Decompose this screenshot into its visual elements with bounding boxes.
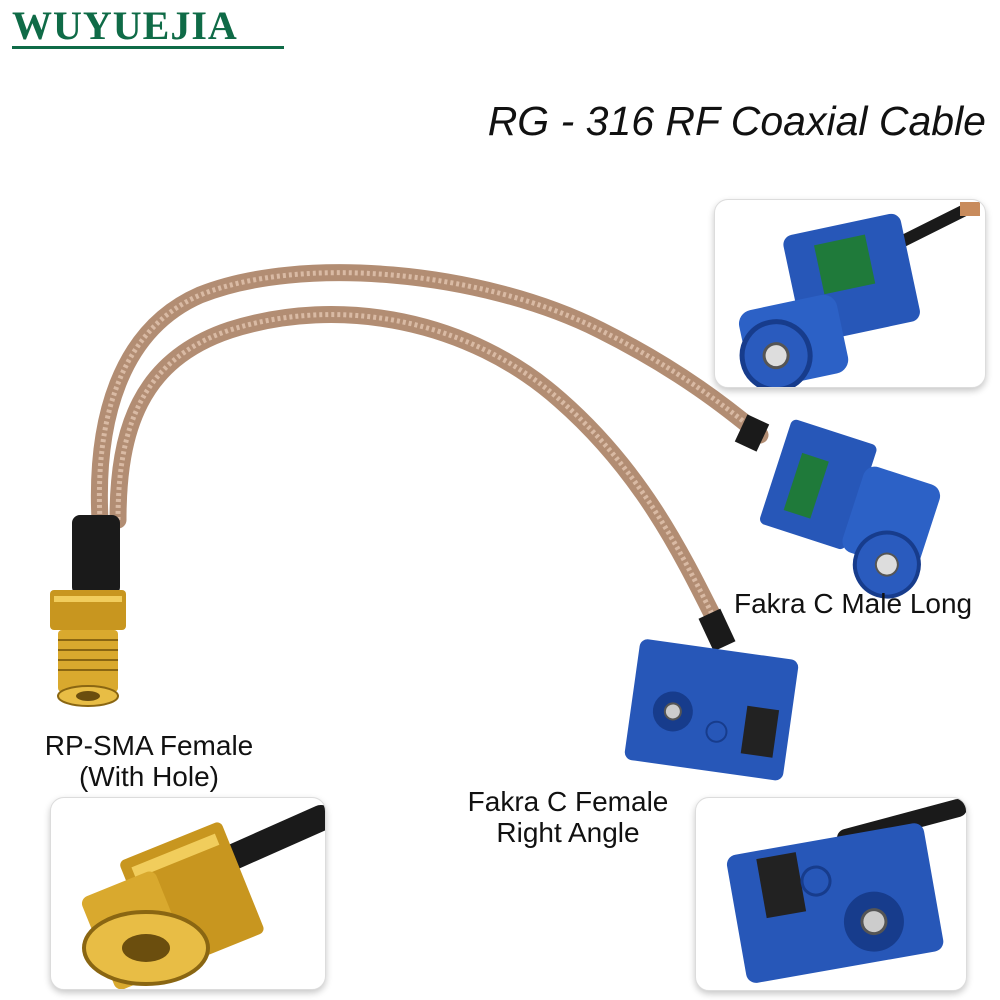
- label-fakra-female-line1: Fakra C Female: [467, 786, 669, 817]
- heat-shrink: [72, 515, 120, 595]
- fakra-female-connector: [624, 608, 799, 781]
- detail-panel-sma: [50, 797, 326, 990]
- brand-logo: WUYUEJIA: [12, 3, 238, 48]
- product-title: RG - 316 RF Coaxial Cable: [487, 98, 986, 144]
- brand-underline: [12, 46, 284, 49]
- label-fakra-female-line2: Right Angle: [496, 817, 640, 849]
- label-rp-sma-line1: RP-SMA Female: [44, 730, 254, 761]
- label-male-long: Fakra C Male Long: [734, 588, 973, 619]
- label-fakra-female: Fakra C Female Right Angle: [452, 786, 684, 849]
- cable-to-male: [90, 264, 769, 529]
- detail-panel-male: [714, 199, 986, 388]
- fakra-female-detail-icon: [726, 799, 966, 983]
- rp-sma-connector: [50, 590, 126, 707]
- detail-panel-female: [695, 797, 967, 991]
- fakra-male-detail-icon: [738, 202, 980, 387]
- cable-to-female: [109, 306, 724, 629]
- label-rp-sma: RP-SMA Female (With Hole): [26, 730, 272, 793]
- rp-sma-detail-icon: [81, 805, 325, 989]
- fakra-male-connector: [734, 414, 941, 599]
- label-rp-sma-line2: (With Hole): [78, 761, 219, 793]
